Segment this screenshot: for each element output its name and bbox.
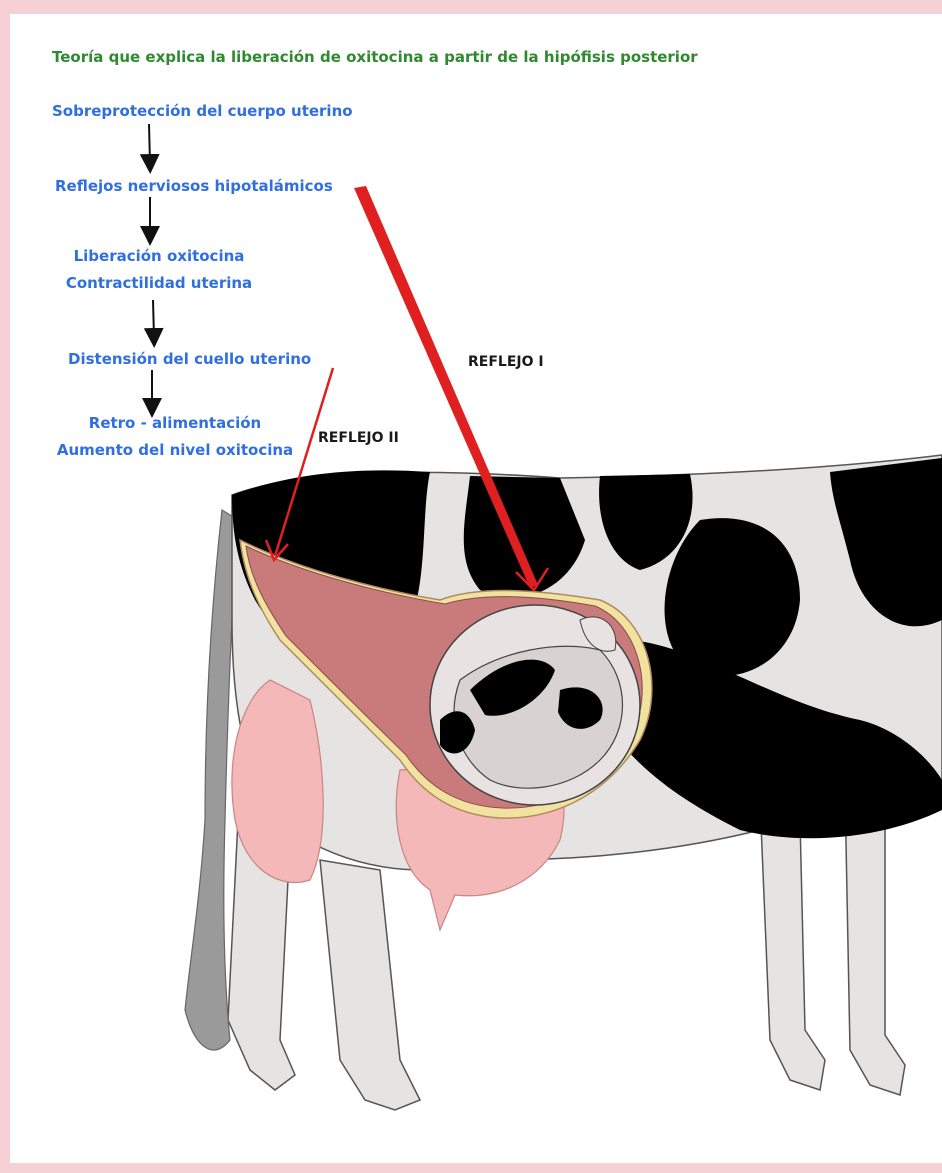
flow-arrow-3 (153, 300, 154, 338)
flow-arrows (149, 124, 154, 408)
flow-arrow-1 (149, 124, 150, 164)
